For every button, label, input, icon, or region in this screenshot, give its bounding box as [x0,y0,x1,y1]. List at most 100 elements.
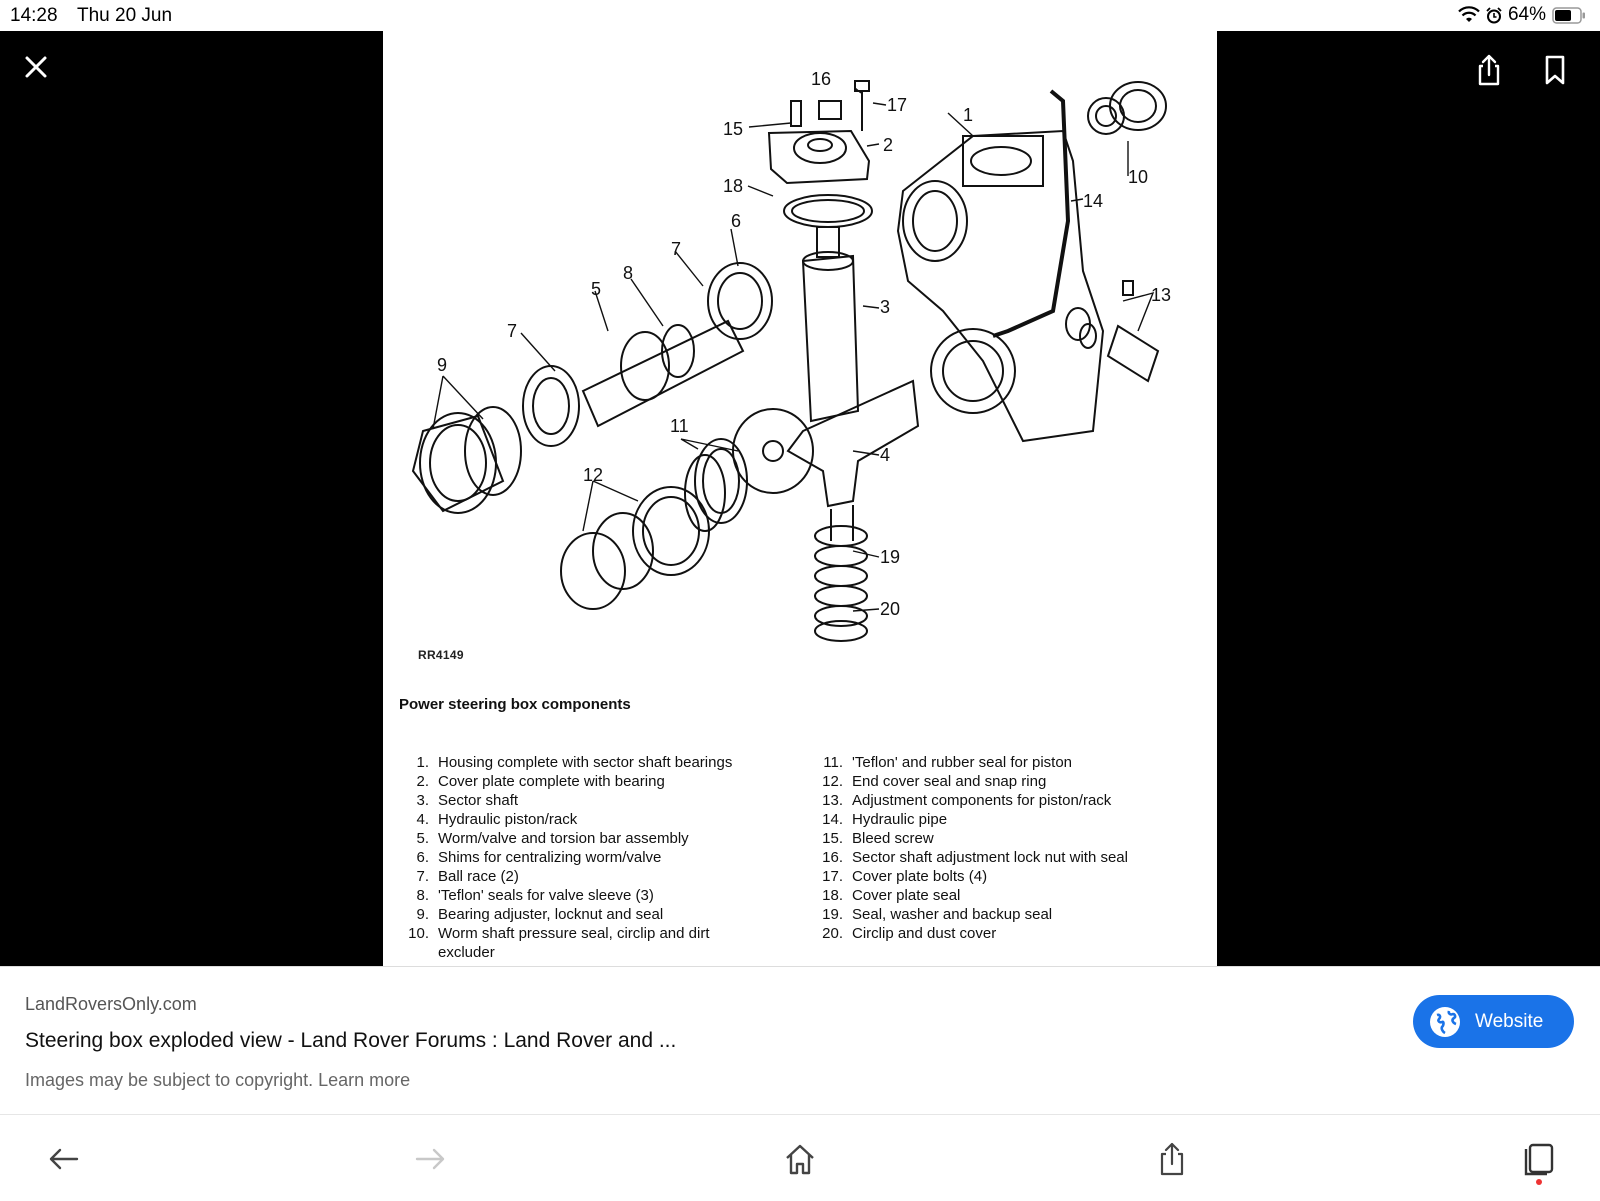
legend-item: 17. Cover plate bolts (4) [813,867,1193,886]
shim-ring [707,262,773,340]
share-icon[interactable] [1154,1141,1190,1177]
image-viewer: 16 17 15 2 1 10 18 14 6 7 8 5 3 13 7 9 1… [0,31,1600,966]
callout-label: 4 [880,445,890,465]
legend-number: 9. [416,906,429,923]
callout-label: 10 [1128,167,1148,187]
legend-item: 13.Adjustment components for piston/rack [813,791,1193,810]
website-button[interactable]: Website [1413,995,1574,1048]
legend-text: 'Teflon' and rubber seal for piston [852,754,1073,771]
legend-text: Circlip and dust cover [852,925,997,942]
end-cover-seal [592,512,654,590]
piston-seal [694,438,748,524]
callout-label: 17 [887,95,907,115]
legend-text: Seal, washer and backup seal [852,906,1053,923]
legend-item: 3.Sector shaft [399,791,759,810]
legend-right: 11. 'Teflon' and rubber seal for piston 1… [813,753,1193,943]
home-icon[interactable] [782,1141,818,1177]
exploded-view-diagram: 16 17 15 2 1 10 18 14 6 7 8 5 3 13 7 9 1… [411,69,1171,642]
callout-label: 12 [583,465,603,485]
status-bar: 14:28 Thu 20 Jun 64% [0,0,1600,31]
bookmark-icon[interactable] [1538,53,1572,87]
hydraulic-pipe [992,89,1071,338]
legend-number: 19. [822,906,843,923]
legend-number: 2. [416,773,429,790]
lock-nut [818,100,842,120]
legend-item: 1.Housing complete with sector shaft bea… [399,753,759,772]
legend-number: 3. [416,792,429,809]
legend-text: Bleed screw [852,830,934,847]
legend-item: 19. Seal, washer and backup seal [813,905,1193,924]
bleed-screw [790,100,802,127]
legend-number: 16. [822,849,843,866]
legend-text: End cover seal and snap ring [852,773,1047,790]
piston-rack [786,379,920,508]
status-time: 14:28 [10,5,58,26]
legend-item: 20. Circlip and dust cover [813,924,1193,943]
end-cover [632,486,710,576]
legend-item: 10.Worm shaft pressure seal, circlip and… [399,924,759,962]
copyright-notice[interactable]: Images may be subject to copyright. Lear… [25,1070,411,1090]
legend-number: 5. [416,830,429,847]
legend-number: 11. [823,754,843,771]
close-icon[interactable] [20,51,52,83]
legend-text: Cover plate complete with bearing [438,773,665,790]
legend-text: Housing complete with sector shaft beari… [438,754,733,771]
legend-text: Shims for centralizing worm/valve [438,849,662,866]
legend-number: 14. [822,811,843,828]
globe-icon [1430,1006,1460,1037]
forward-arrow-icon[interactable] [413,1141,449,1177]
legend-item: 12.End cover seal and snap ring [813,772,1193,791]
worm-valve [581,319,745,428]
callout-label: 8 [623,263,633,283]
piston-disc [732,408,814,494]
legend-text: Ball race (2) [438,868,519,885]
cover-plate-bearing [793,132,847,164]
legend-item: 8.'Teflon' seals for valve sleeve (3) [399,886,759,905]
housing [896,129,1105,443]
share-icon[interactable] [1472,53,1506,87]
callout-label: 3 [880,297,890,317]
callout-label: 16 [811,69,831,89]
legend-item: 18. Cover plate seal [813,886,1193,905]
callout-label: 20 [880,599,900,619]
legend-number: 18. [822,887,843,904]
document-image[interactable]: 16 17 15 2 1 10 18 14 6 7 8 5 3 13 7 9 1… [383,31,1217,966]
callout-label: 1 [963,105,973,125]
legend-item: 11. 'Teflon' and rubber seal for piston [813,753,1193,772]
legend-text: Cover plate bolts (4) [852,868,988,885]
legend-number: 10. [408,925,429,942]
callout-label: 18 [723,176,743,196]
legend-item: 16. Sector shaft adjustment lock nut with… [813,848,1193,867]
battery-percent: 64% [1507,4,1546,25]
legend-text: Sector shaft adjustment lock nut with se… [852,849,1128,866]
legend-text: Hydraulic piston/rack [438,811,578,828]
image-info-panel: LandRoversOnly.com Steering box exploded… [0,966,1600,1115]
website-label: Website [1475,1010,1544,1032]
alarm-icon [1486,6,1502,23]
legend-number: 13. [822,792,843,809]
legend-number: 15. [822,830,843,847]
callout-label: 9 [437,355,447,375]
legend-item: 7. Ball race (2) [399,867,759,886]
callout-label: 11 [670,416,689,436]
legend-number: 17. [822,868,843,885]
tabs-icon[interactable] [1521,1141,1557,1177]
wifi-icon [1458,6,1480,22]
result-title[interactable]: Steering box exploded view - Land Rover … [25,1029,677,1052]
legend-left: 1.Housing complete with sector shaft bea… [399,753,759,962]
back-arrow-icon[interactable] [45,1141,81,1177]
figure-code: RR4149 [418,648,464,662]
legend-text: Cover plate seal [852,887,961,904]
source-site[interactable]: LandRoversOnly.com [25,994,197,1014]
legend-number: 20. [822,925,843,942]
legend-text: Worm/valve and torsion bar assembly [438,830,689,847]
callout-label: 6 [731,211,741,231]
legend-number: 7. [416,868,429,885]
sector-shaft [801,254,860,423]
callout-label: 19 [880,547,900,567]
legend-number: 8. [416,887,429,904]
status-indicators: 64% [1458,4,1586,26]
callout-labels: 16 17 15 2 1 10 18 14 6 7 8 5 3 13 7 9 1… [437,69,1171,619]
figure-caption: Power steering box components [399,696,631,713]
callout-label: 15 [723,119,743,139]
